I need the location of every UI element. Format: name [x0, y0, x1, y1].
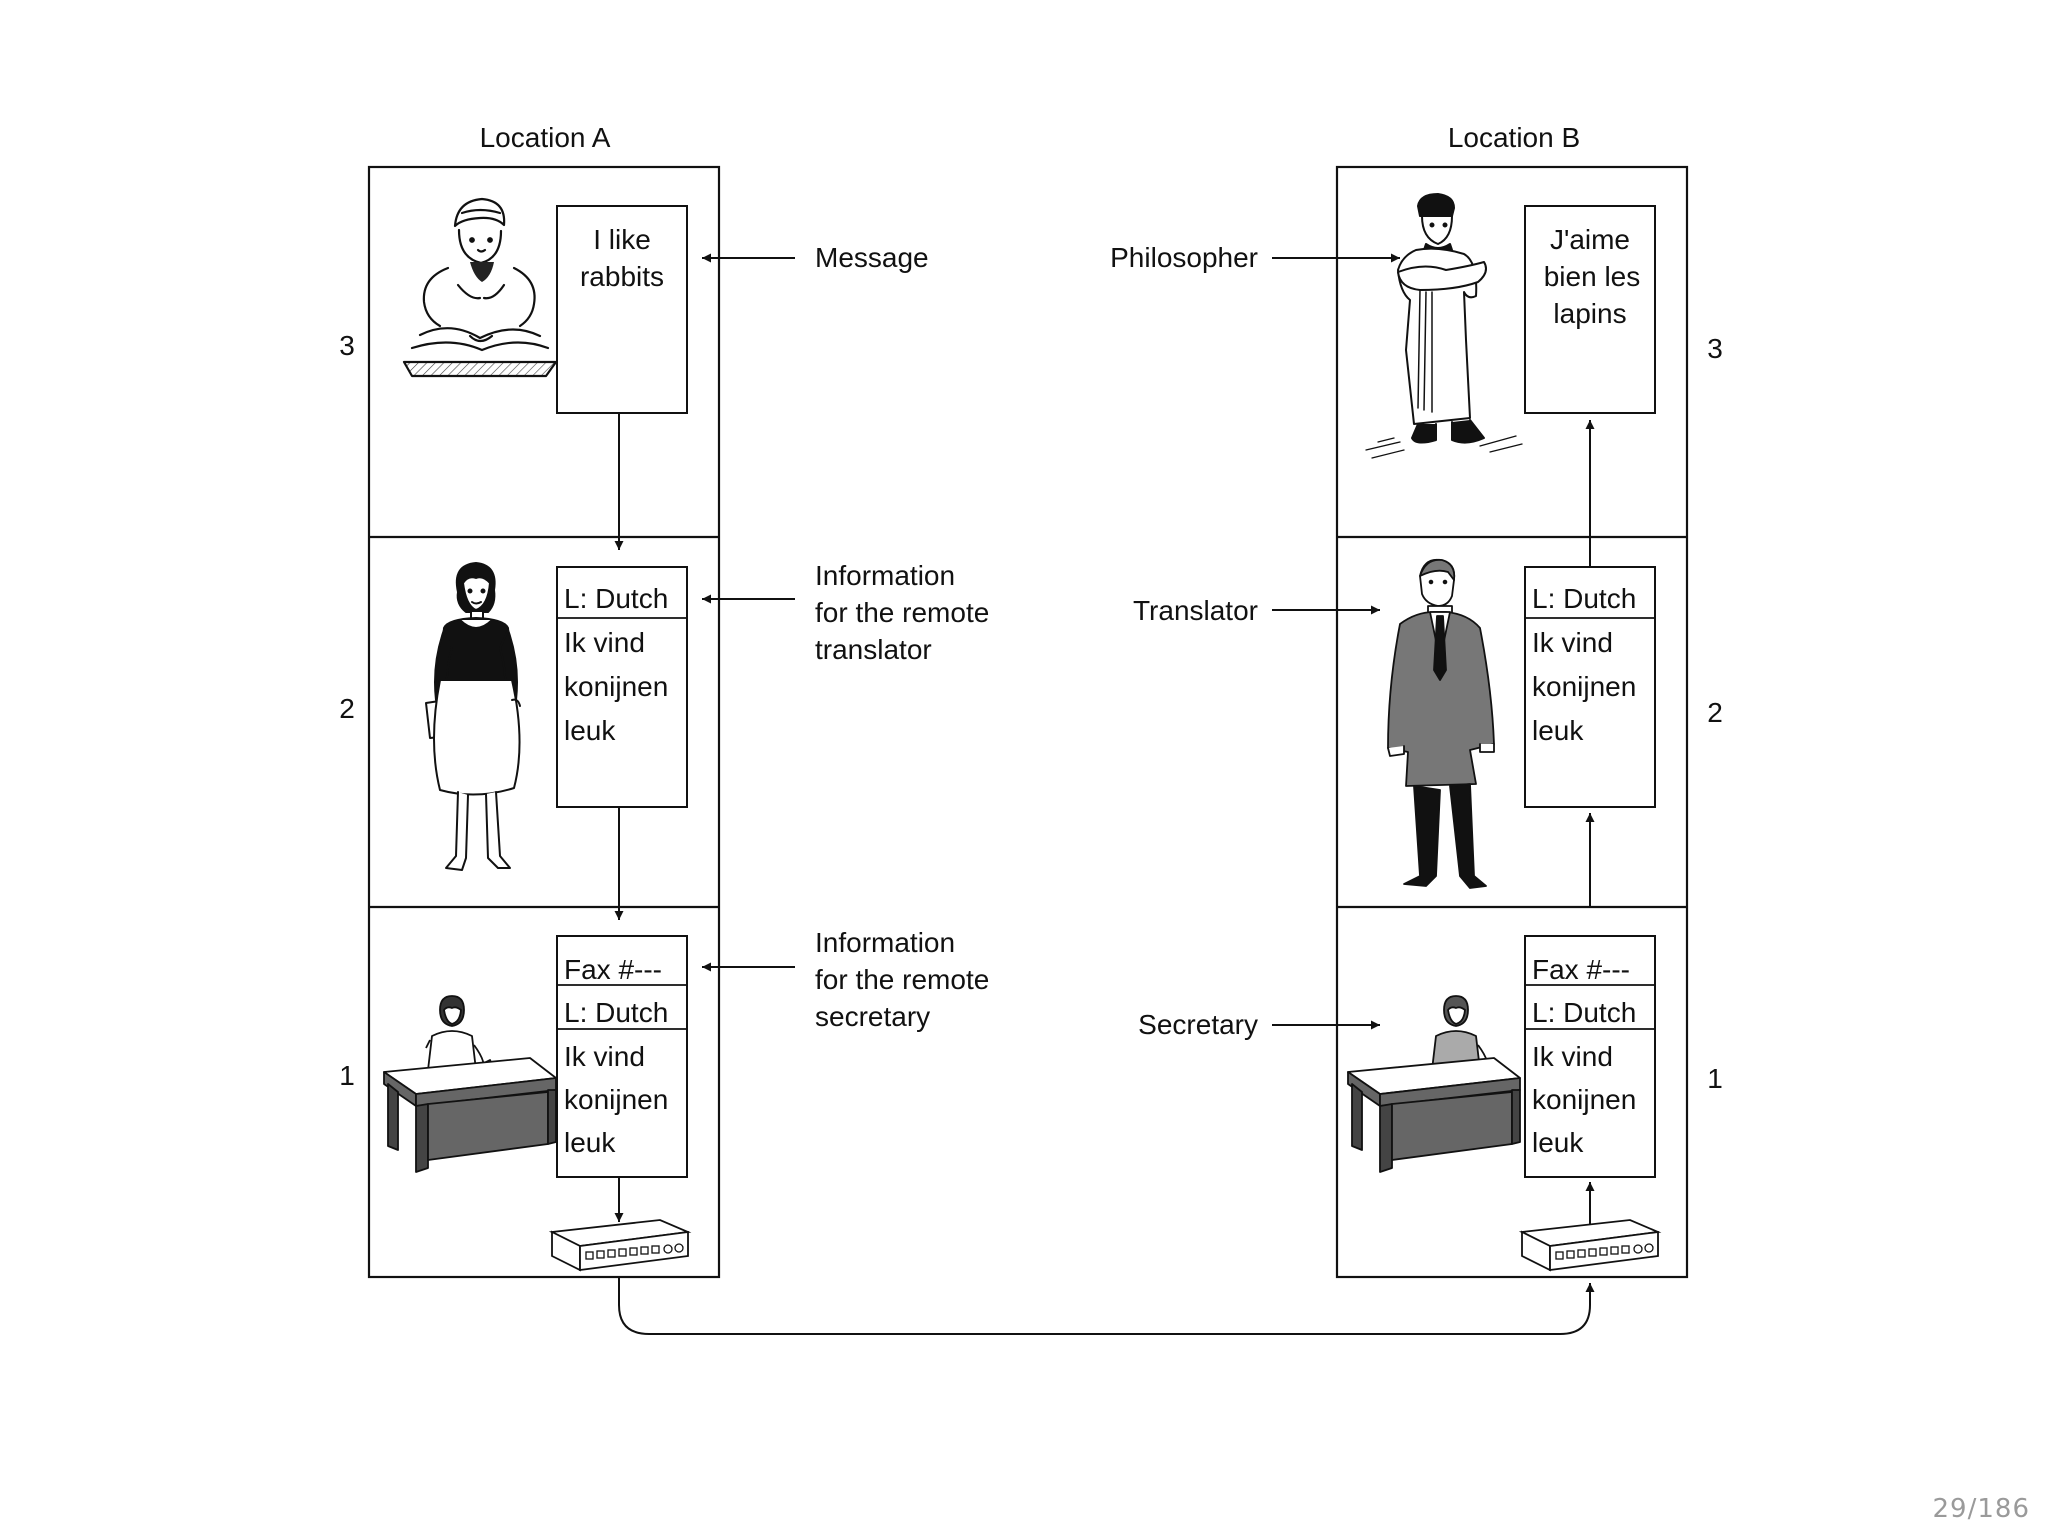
body-line: leuk — [1532, 1127, 1584, 1158]
info-translator-line: for the remote — [815, 597, 989, 628]
secretary-at-desk-a-icon — [383, 995, 557, 1173]
flow-arrows — [614, 413, 1595, 1335]
location-b-label: Location B — [1448, 122, 1580, 153]
standing-philosopher-icon — [1365, 193, 1523, 459]
philosopher-label: Philosopher — [1110, 242, 1258, 273]
info-secretary-line: Information — [815, 927, 955, 958]
body-line: leuk — [564, 715, 616, 746]
secretary-box-b1: Fax #--- L: Dutch Ik vind konijnen leuk — [1524, 935, 1656, 1178]
body-line: konijnen — [1532, 671, 1636, 702]
message-line: lapins — [1553, 298, 1626, 329]
woman-translator-icon — [425, 562, 521, 871]
translator-label: Translator — [1133, 595, 1258, 626]
secretary-at-desk-b-icon — [1347, 995, 1521, 1173]
message-line: I like — [593, 224, 651, 255]
fax-header: Fax #--- — [1532, 954, 1630, 985]
info-translator-line: translator — [815, 634, 932, 665]
language-header: L: Dutch — [564, 997, 668, 1028]
message-box-b3: J'aime bien les lapins — [1524, 205, 1656, 414]
message-line: J'aime — [1550, 224, 1630, 255]
body-line: konijnen — [564, 671, 668, 702]
info-secretary-line: secretary — [815, 1001, 930, 1032]
language-header: L: Dutch — [1532, 583, 1636, 614]
translator-box-b2: L: Dutch Ik vind konijnen leuk — [1524, 566, 1656, 808]
secretary-box-a1: Fax #--- L: Dutch Ik vind konijnen leuk — [556, 935, 688, 1178]
fax-link-line — [618, 1277, 1595, 1335]
location-a-label: Location A — [480, 122, 611, 153]
layer-number-a-2: 2 — [339, 693, 355, 724]
body-line: konijnen — [564, 1084, 668, 1115]
fax-machine-b-icon — [1518, 1219, 1662, 1272]
fax-machine-a-icon — [548, 1219, 692, 1272]
body-line: leuk — [1532, 715, 1584, 746]
body-line: Ik vind — [1532, 1041, 1613, 1072]
layer-number-b-2: 2 — [1707, 697, 1723, 728]
message-line: rabbits — [580, 261, 664, 292]
translator-box-a2: L: Dutch Ik vind konijnen leuk — [556, 566, 688, 808]
location-a-column — [367, 165, 721, 1279]
layer-number-b-3: 3 — [1707, 333, 1723, 364]
info-translator-line: Information — [815, 560, 955, 591]
page-number: 29/186 — [1932, 1494, 2030, 1524]
location-b-column — [1335, 165, 1689, 1279]
seated-philosopher-icon — [402, 197, 558, 378]
layer-number-a-3: 3 — [339, 330, 355, 361]
secretary-label: Secretary — [1138, 1009, 1258, 1040]
man-translator-icon — [1387, 558, 1495, 889]
layer-number-b-1: 1 — [1707, 1063, 1723, 1094]
message-line: bien les — [1544, 261, 1641, 292]
body-line: Ik vind — [564, 1041, 645, 1072]
body-line: Ik vind — [564, 627, 645, 658]
body-line: leuk — [564, 1127, 616, 1158]
fax-header: Fax #--- — [564, 954, 662, 985]
language-header: L: Dutch — [564, 583, 668, 614]
body-line: Ik vind — [1532, 627, 1613, 658]
body-line: konijnen — [1532, 1084, 1636, 1115]
message-label: Message — [815, 242, 929, 273]
message-box-a3: I like rabbits — [556, 205, 688, 414]
layer-number-a-1: 1 — [339, 1060, 355, 1091]
language-header: L: Dutch — [1532, 997, 1636, 1028]
info-secretary-line: for the remote — [815, 964, 989, 995]
